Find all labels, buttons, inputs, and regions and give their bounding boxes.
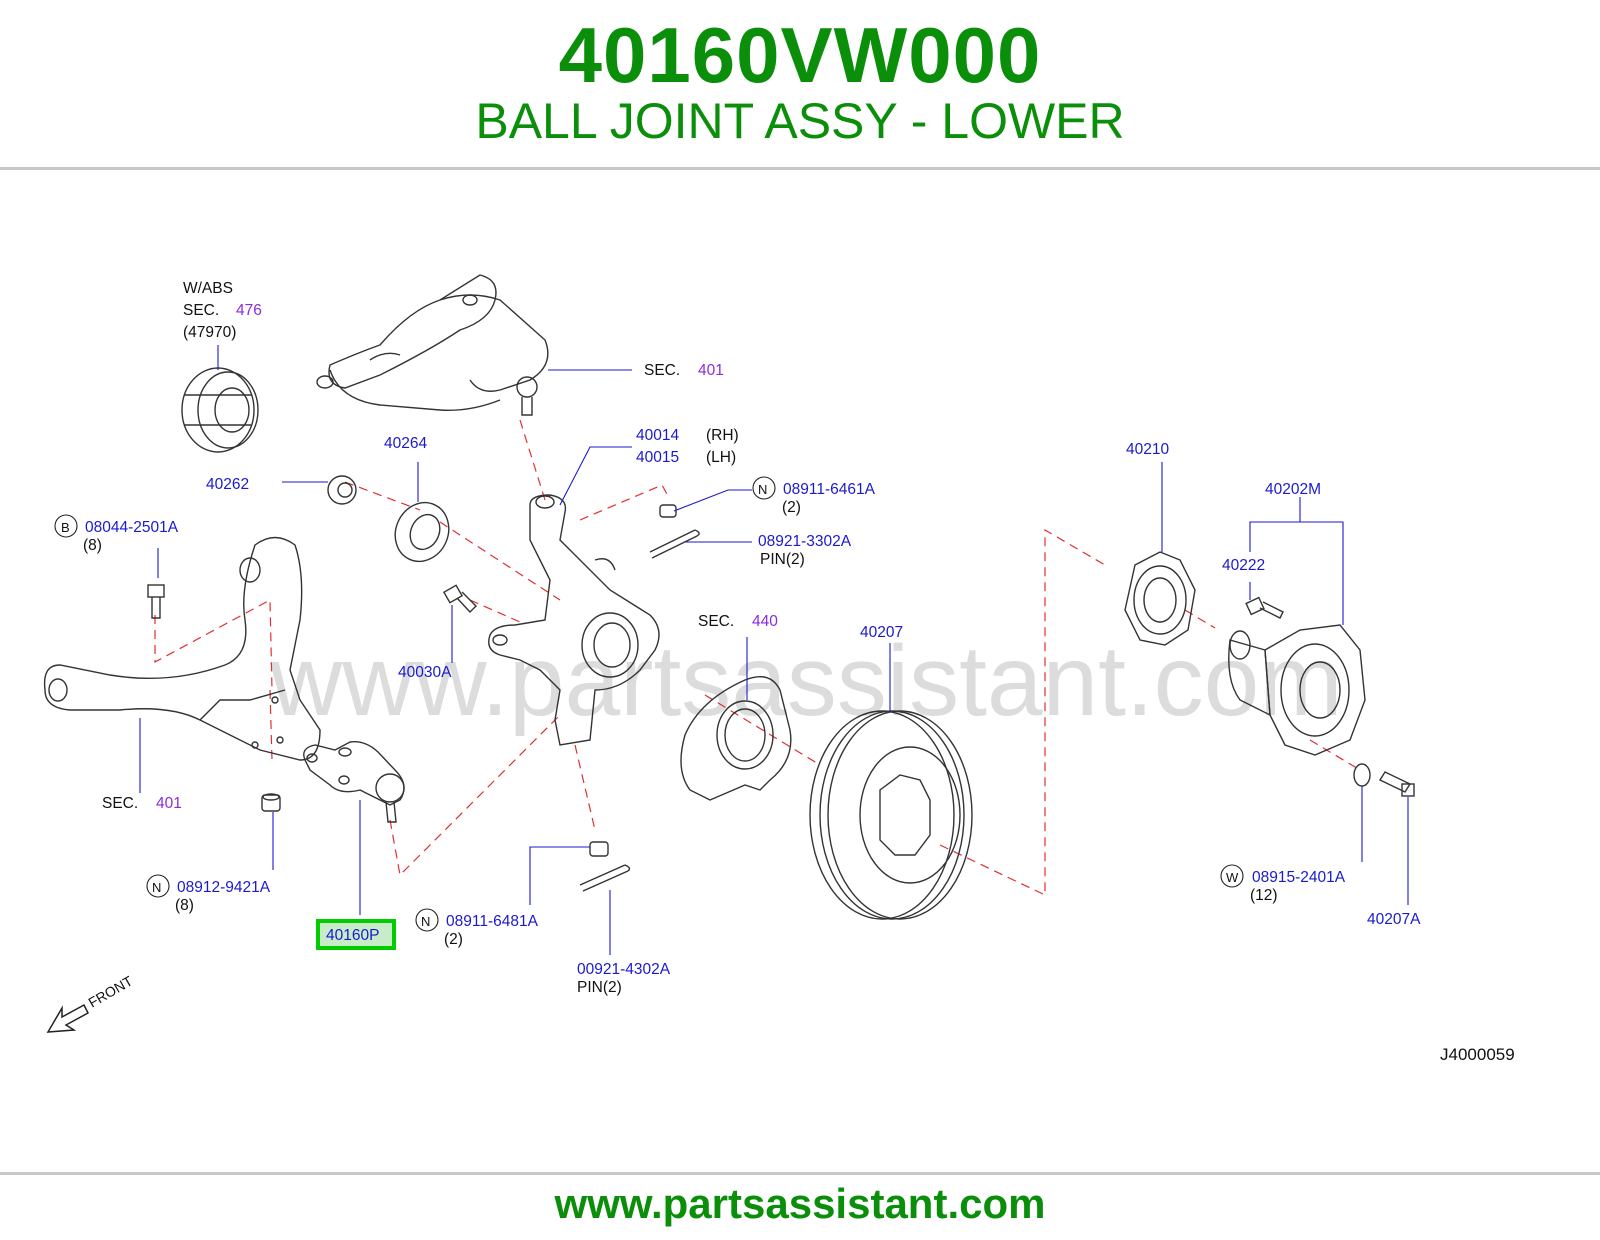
bushing-40262 [327,475,357,505]
callout-08911-6461a[interactable]: 08911-6461A [783,481,876,498]
bolt-40030a [442,584,477,614]
ball-joint-40160p [303,741,405,823]
footer-url[interactable]: www.partsassistant.com [554,1180,1046,1227]
pin-08921 [649,529,700,559]
callout-40030a[interactable]: 40030A [398,664,452,681]
front-arrow: FRONT [46,972,136,1033]
callout-08915-2401a[interactable]: 08915-2401A [1252,869,1346,886]
sec-num-lower-arm[interactable]: 401 [156,795,182,812]
nut-08911-6461a [659,504,677,518]
front-label: FRONT [86,972,136,1010]
n1-prefix: N [758,482,767,497]
leader-lines [139,345,1409,955]
bolt-40207a [1378,771,1415,797]
n3-prefix: N [421,914,430,929]
n2-prefix: N [152,880,161,895]
assembly-dashed-lines [154,419,1361,896]
callout-40014[interactable]: 40014 [636,427,679,444]
highlight-box [316,919,396,950]
n2-circle-icon [146,874,170,898]
hub-bolt-40222 [1245,596,1284,619]
n2-qty: (8) [175,897,194,914]
nut-08912 [261,793,281,812]
callout-08044-2501a[interactable]: 08044-2501A [85,519,179,536]
abs-note: W/ABS SEC. 476 (47970) [183,280,262,341]
front-arrow-icon [46,1003,89,1033]
splash-shield-sec440 [680,676,792,801]
callout-40160p[interactable]: 40160P [326,927,379,944]
footer-divider [0,1172,1600,1175]
part-number: 40160VW000 [558,11,1042,99]
callout-rh: (RH) [706,427,739,444]
callout-08921-3302a[interactable]: 08921-3302A [758,533,852,550]
n3-qty: (2) [444,931,463,948]
brake-rotor-40207 [809,710,973,920]
callout-00921-4302a[interactable]: 00921-4302A [577,961,671,978]
steering-knuckle [488,494,660,746]
callout-40222[interactable]: 40222 [1222,557,1265,574]
callout-40207a[interactable]: 40207A [1367,911,1421,928]
w-prefix: W [1226,870,1239,885]
plate-40264 [394,501,450,563]
callout-lh: (LH) [706,449,736,466]
callout-40210[interactable]: 40210 [1126,441,1169,458]
nut-08911-6481a [589,841,609,857]
header-divider [0,167,1600,170]
n3-circle-icon [415,908,439,932]
n1-qty: (2) [782,499,801,516]
parts-diagram: www.partsassistant.com [43,274,1515,1064]
abs-note-sec: SEC. [183,302,219,319]
sec-label-upper-arm: SEC. [644,362,680,379]
n1-circle-icon [752,476,776,500]
part-title: BALL JOINT ASSY - LOWER [475,93,1125,149]
b-qty: (8) [83,537,102,554]
sec-label-shield: SEC. [698,613,734,630]
abs-note-line1: W/ABS [183,280,233,297]
hub-assy-40202m [1228,624,1366,756]
w-circle-icon [1220,864,1244,888]
callout-40264[interactable]: 40264 [384,435,427,452]
sec-num-shield[interactable]: 440 [752,613,778,630]
callout-08911-6481a[interactable]: 08911-6481A [446,913,539,930]
pin2-label: PIN(2) [577,979,622,996]
pin1-label: PIN(2) [760,551,805,568]
callout-40207[interactable]: 40207 [860,624,903,641]
watermark: www.partsassistant.com [269,625,1343,737]
upper-control-arm [316,274,549,416]
abs-note-paren: (47970) [183,324,236,341]
b-circle-icon [54,514,78,538]
lower-control-arm [43,536,321,761]
ref-code: J4000059 [1440,1045,1515,1064]
pin-00921 [579,864,631,892]
abs-note-sec-num[interactable]: 476 [236,302,262,319]
sec-label-lower-arm: SEC. [102,795,138,812]
callout-40015[interactable]: 40015 [636,449,679,466]
page-header: 40160VW000 BALL JOINT ASSY - LOWER [0,0,1600,170]
w-qty: (12) [1250,887,1278,904]
callout-40202m[interactable]: 40202M [1265,481,1321,498]
washer-08915 [1353,763,1371,787]
abs-sensor-rotor [181,367,259,453]
b-prefix: B [61,520,70,535]
bolt-08044 [147,584,165,619]
callout-40262[interactable]: 40262 [206,476,249,493]
sec-num-upper-arm[interactable]: 401 [698,362,724,379]
callout-08912-9421a[interactable]: 08912-9421A [177,879,271,896]
hub-bearing-40210 [1124,551,1196,646]
